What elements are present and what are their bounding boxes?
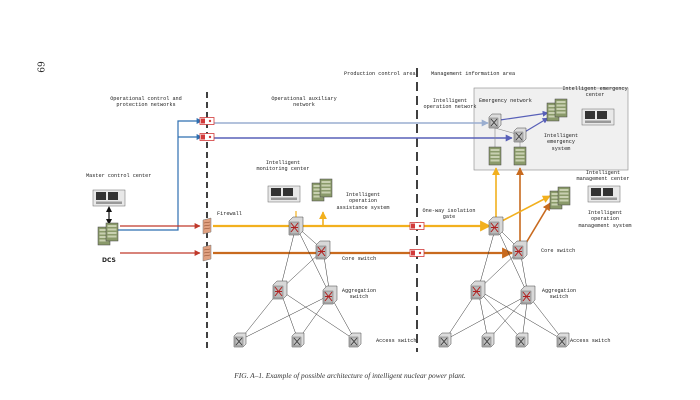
firewall-2-icon xyxy=(202,244,212,262)
blue-link-1 xyxy=(118,118,203,231)
area-management-information: Management information area xyxy=(431,71,516,77)
monitoring-center-station-icon xyxy=(267,185,301,203)
label-intelligent-emergency-system: Intelligent emergency system xyxy=(543,133,579,152)
label-intelligent-emergency-center: Intelligent emergency center xyxy=(562,86,628,99)
label-one-way-isolation-gate: One-way isolation gate xyxy=(422,208,476,221)
figure-caption: FIG. A–1. Example of possible architectu… xyxy=(234,371,466,380)
label-core-switch-right: Core switch xyxy=(541,248,576,254)
isolation-gate-2-icon xyxy=(409,249,425,257)
emergency-server-1-icon xyxy=(488,146,502,166)
label-dcs: DCS xyxy=(102,257,116,264)
label-intelligent-management-center: Intelligent management center xyxy=(576,170,630,183)
core-switch-left-1-icon xyxy=(288,216,304,236)
gate-top-2-icon xyxy=(199,133,215,141)
label-operation-assistance-system: Intelligent operation assistance system xyxy=(336,192,390,211)
core-switch-left-2-icon xyxy=(315,240,331,260)
aggregation-switch-left-2-icon xyxy=(322,285,338,305)
zone-intelligent-operation: Intelligent operation network xyxy=(423,98,477,111)
label-access-switch-right: Access switch xyxy=(570,338,611,344)
label-aggregation-switch-right: Aggregation switch xyxy=(541,288,577,301)
aggregation-switch-right-1-icon xyxy=(470,280,486,300)
page-number: 69 xyxy=(34,61,45,73)
emergency-switch-2-icon xyxy=(513,127,527,143)
isolation-gate-1-icon xyxy=(409,222,425,230)
emergency-arrow-1 xyxy=(499,110,549,121)
emergency-arrow-2 xyxy=(522,117,549,134)
zone-operational-auxiliary: Operational auxiliary network xyxy=(271,96,337,109)
core-switch-right-2-icon xyxy=(512,240,528,260)
access-switch-right-4-icon xyxy=(556,332,570,348)
aggregation-switch-right-2-icon xyxy=(520,285,536,305)
access-switch-right-3-icon xyxy=(515,332,529,348)
management-server-icon xyxy=(549,186,571,210)
gate-top-1-icon xyxy=(199,117,215,125)
label-operation-management-system: Intelligent operation management system xyxy=(578,210,632,229)
label-access-switch-left: Access switch xyxy=(376,338,417,344)
label-intelligent-monitoring-center: Intelligent monitoring center xyxy=(256,160,310,173)
emergency-switch-1-icon xyxy=(488,113,502,129)
label-aggregation-switch-left: Aggregation switch xyxy=(341,288,377,301)
access-switch-left-1-icon xyxy=(233,332,247,348)
access-switch-left-2-icon xyxy=(291,332,305,348)
label-master-control-center: Master control center xyxy=(86,173,152,179)
orange-to-mgmt xyxy=(522,202,551,249)
right-mesh xyxy=(444,225,564,341)
left-mesh xyxy=(239,225,356,341)
emergency-center-station-icon xyxy=(581,108,615,126)
zone-operational-control: Operational control and protection netwo… xyxy=(110,96,182,109)
core-switch-right-1-icon xyxy=(488,216,504,236)
master-control-station-icon xyxy=(92,189,126,207)
access-switch-right-1-icon xyxy=(438,332,452,348)
dcs-server-icon xyxy=(97,222,119,246)
access-switch-left-3-icon xyxy=(348,332,362,348)
area-production-control: Production control area xyxy=(344,71,416,77)
assistance-server-icon xyxy=(311,178,333,202)
access-switch-right-2-icon xyxy=(481,332,495,348)
aggregation-switch-left-1-icon xyxy=(272,280,288,300)
emergency-server-2-icon xyxy=(513,146,527,166)
label-emergency-network: Emergency network xyxy=(479,98,532,104)
yellow-to-mgmt xyxy=(499,195,551,223)
label-core-switch-left: Core switch xyxy=(342,256,377,262)
firewall-1-icon xyxy=(202,217,212,235)
management-center-station-icon xyxy=(587,185,621,203)
label-firewall: Firewall xyxy=(217,211,242,217)
